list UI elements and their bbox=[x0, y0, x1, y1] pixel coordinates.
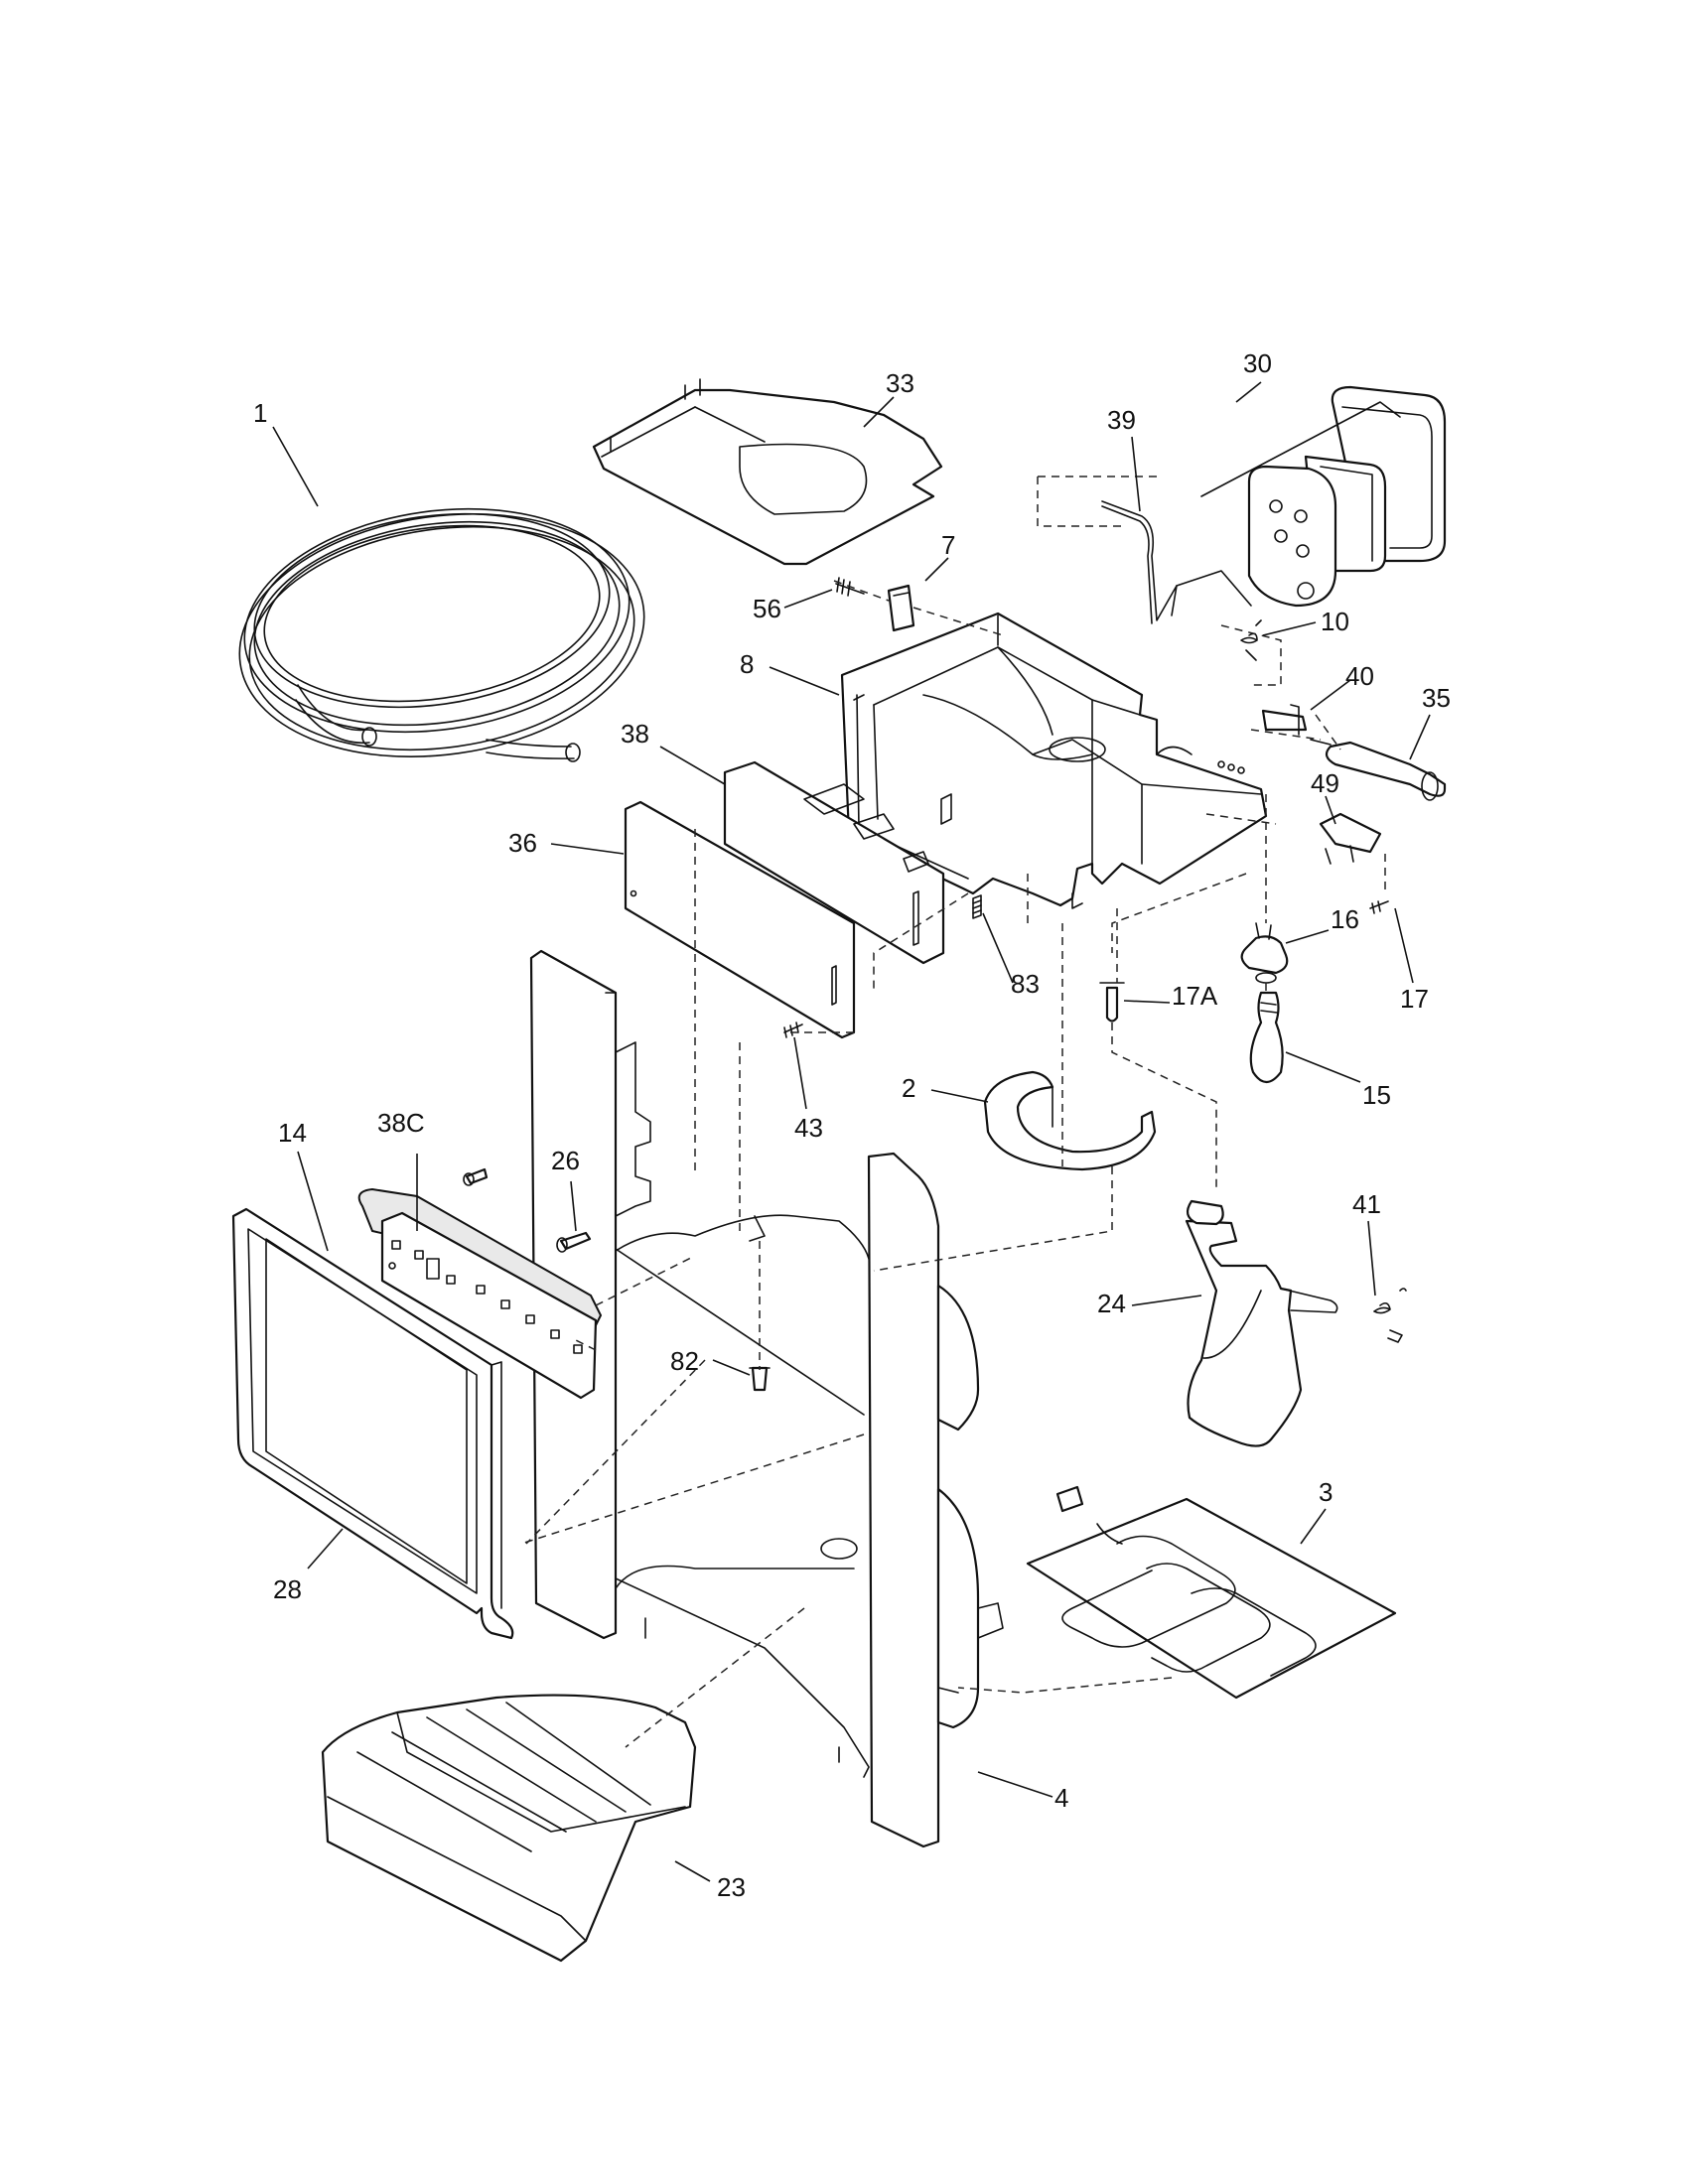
leader-lines bbox=[272, 381, 1431, 1882]
callout-41: 41 bbox=[1352, 1189, 1381, 1219]
chute-ring bbox=[983, 1070, 1157, 1171]
cover-plate bbox=[592, 378, 943, 566]
callout-23: 23 bbox=[717, 1872, 746, 1902]
callout-16: 16 bbox=[1331, 904, 1359, 934]
callout-43: 43 bbox=[794, 1113, 823, 1143]
callout-38C: 38C bbox=[377, 1108, 425, 1138]
drip-tray bbox=[321, 1694, 697, 1963]
microswitch bbox=[887, 584, 915, 632]
callout-10: 10 bbox=[1321, 607, 1349, 636]
actuator-rod bbox=[1261, 704, 1308, 736]
wire-lever bbox=[1101, 500, 1252, 624]
screw-83 bbox=[972, 894, 982, 919]
callout-3: 3 bbox=[1319, 1477, 1333, 1507]
callout-17: 17 bbox=[1400, 984, 1429, 1014]
callout-17A: 17A bbox=[1172, 981, 1218, 1011]
screw-43 bbox=[783, 1022, 803, 1038]
solenoid-rod bbox=[1310, 739, 1447, 801]
callout-14: 14 bbox=[278, 1118, 307, 1148]
callout-38: 38 bbox=[621, 719, 649, 749]
housing bbox=[840, 612, 1268, 909]
callout-7: 7 bbox=[941, 530, 955, 560]
callout-36: 36 bbox=[508, 828, 537, 858]
assembly-lines bbox=[520, 476, 1386, 1748]
interface-board bbox=[357, 1187, 603, 1400]
callout-labels: 1 33 30 39 7 56 10 8 40 35 38 49 36 83 1… bbox=[253, 348, 1451, 1902]
callout-8: 8 bbox=[740, 649, 754, 679]
callout-49: 49 bbox=[1311, 768, 1339, 798]
callout-82: 82 bbox=[670, 1346, 699, 1376]
callout-1: 1 bbox=[253, 398, 267, 428]
spring-10 bbox=[1240, 619, 1262, 661]
callout-28: 28 bbox=[273, 1574, 302, 1604]
spring-41 bbox=[1373, 1288, 1407, 1343]
callout-33: 33 bbox=[886, 368, 914, 398]
callout-35: 35 bbox=[1422, 683, 1451, 713]
callout-39: 39 bbox=[1107, 405, 1136, 435]
screw-56 bbox=[835, 577, 865, 597]
callout-15: 15 bbox=[1362, 1080, 1391, 1110]
callout-24: 24 bbox=[1097, 1289, 1126, 1318]
dispenser-paddle bbox=[1185, 1199, 1338, 1447]
control-board bbox=[723, 760, 945, 965]
screw-26 bbox=[463, 1167, 592, 1253]
callout-83: 83 bbox=[1011, 969, 1040, 999]
lamp-socket bbox=[1240, 922, 1289, 984]
callout-56: 56 bbox=[753, 594, 781, 623]
bracket-49 bbox=[1319, 812, 1382, 865]
heater-pad bbox=[1026, 1485, 1397, 1700]
screw-82 bbox=[749, 1366, 771, 1392]
callout-26: 26 bbox=[551, 1146, 580, 1175]
flap-assembly bbox=[1200, 385, 1447, 608]
callout-30: 30 bbox=[1243, 348, 1272, 378]
screw-17 bbox=[1369, 900, 1389, 914]
screw-17A bbox=[1099, 982, 1125, 1023]
callout-2: 2 bbox=[902, 1073, 915, 1103]
tubing-coil bbox=[238, 507, 645, 762]
callout-4: 4 bbox=[1054, 1783, 1068, 1813]
callout-40: 40 bbox=[1345, 661, 1374, 691]
light-bulb bbox=[1249, 991, 1284, 1084]
bezel-frame bbox=[231, 1207, 514, 1640]
